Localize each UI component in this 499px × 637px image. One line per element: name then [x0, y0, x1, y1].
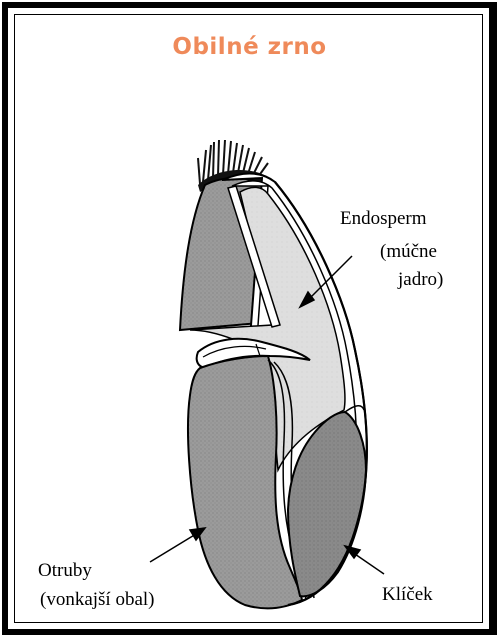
label-endosperm-sub1: (múčne: [380, 240, 437, 264]
label-endosperm-sub2: jadro): [398, 268, 443, 292]
label-klicek: Klíček: [382, 583, 433, 607]
label-otruby-sub: (vonkajší obal): [40, 588, 155, 612]
arrow-otruby: [150, 528, 205, 562]
label-endosperm: Endosperm: [340, 207, 427, 231]
label-otruby: Otruby: [38, 559, 92, 583]
arrow-klicek: [345, 546, 384, 574]
